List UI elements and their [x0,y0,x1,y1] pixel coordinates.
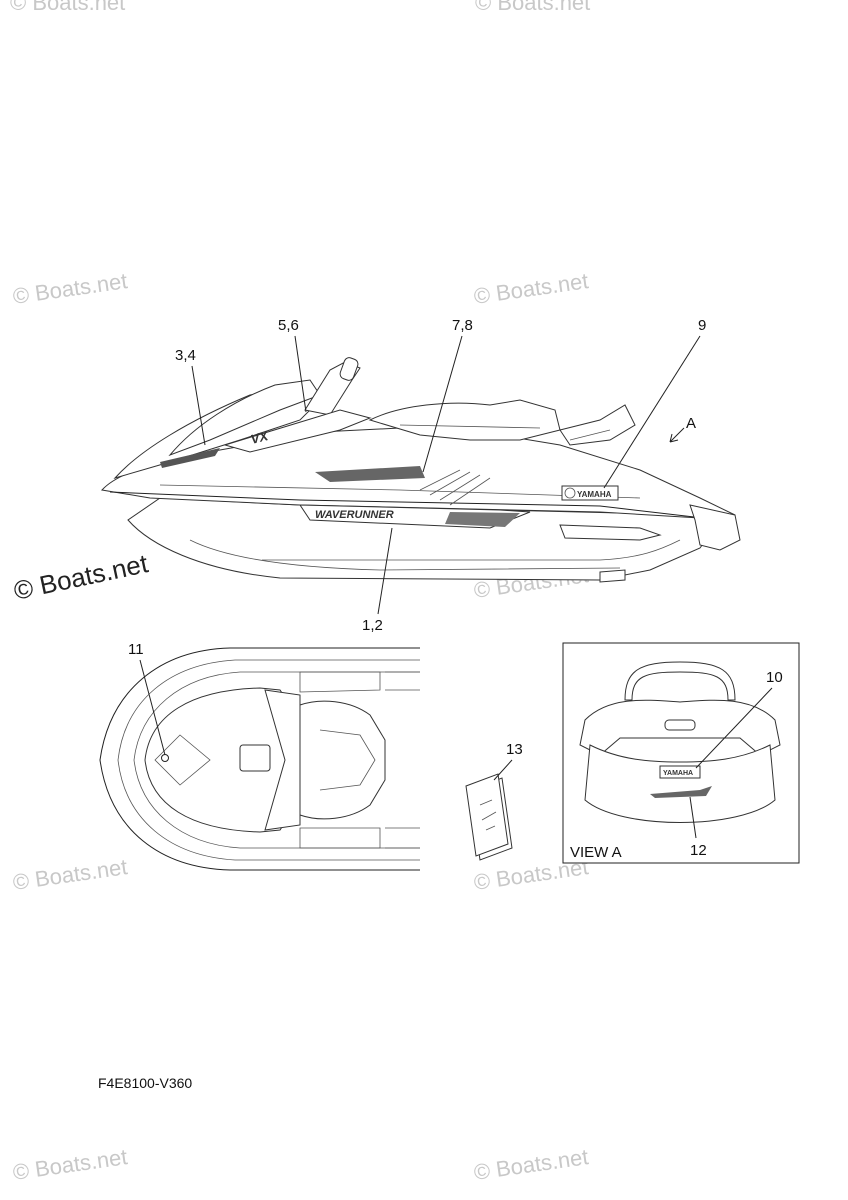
callout-7-8: 7,8 [452,317,473,334]
rub-rail [159,484,641,499]
stern [689,504,741,551]
watermarks: © Boats.net © Boats.net © Boats.net © Bo… [10,0,590,1185]
top-view-watercraft [99,647,420,871]
top-seat [299,700,386,820]
label-sheet-front [465,773,509,857]
callout-11: 11 [128,641,144,658]
top-view-rail [133,671,420,849]
leader-10 [695,687,773,769]
leader-12 [689,796,697,839]
top-seat-seam [319,729,376,791]
label-sheet-part: 13 [465,741,523,861]
callout-9: 9 [698,317,706,334]
footwell-right [299,827,381,849]
seat-seam [399,424,541,429]
leader-13 [493,759,513,781]
leader-1-2 [377,527,393,615]
hull-chine [262,539,681,561]
hull-keel-line [189,539,621,571]
leader-3-4 [191,365,206,446]
view-a-grab-handle [624,661,736,701]
jet-nozzle [599,569,626,583]
top-bow-panel [154,734,211,786]
callout-10: 10 [766,669,783,686]
vx-decal-panel [223,409,372,453]
leader-9 [603,335,701,489]
top-view-outline-inner [117,659,420,861]
footwell-left [299,671,381,693]
watermark-mid-right: © Boats.net [472,268,590,309]
side-decal-lines [419,469,491,506]
view-a-label: VIEW A [570,844,622,861]
side-view-watercraft: VX WAVERUNNER YAMAHA [101,357,741,583]
label-sheet-marks [479,799,497,831]
callout-13: 13 [506,741,523,758]
view-a-vx-decal [650,786,712,798]
watermark-mid-left: © Boats.net [11,268,129,309]
waverunner-decal-text: WAVERUNNER [315,509,394,521]
view-a-light [664,719,696,731]
vx-decal-text: VX [249,428,271,447]
watermark-top-left: © Boats.net [10,0,125,15]
leader-11 [139,659,166,756]
view-a-yamaha-decal [659,765,701,779]
top-handlebar [264,689,301,831]
top-view-outline [99,647,420,871]
yamaha-logo-icon [564,487,576,499]
leader-5-6 [294,335,307,413]
view-a-transom [584,744,776,823]
rear-vent [559,524,662,541]
watermark-bottom-left: © Boats.net [11,1144,129,1185]
yamaha-badge [561,485,619,501]
top-cut-lines [385,671,420,849]
callout-view-a: A [686,415,696,432]
view-a-yamaha-text: YAMAHA [663,770,693,777]
callout-3-4: 3,4 [175,347,196,364]
rear-grab-handle [559,404,636,446]
watermark-large: © Boats.net [11,548,151,606]
view-a-arrow-icon [669,427,685,443]
grab-handle-slot [569,429,611,441]
view-a-box: YAMAHA VIEW A 10 12 [562,642,800,864]
callout-1-2: 1,2 [362,617,383,634]
watermark-bottom-right: © Boats.net [472,1144,590,1185]
bow-decal [160,448,220,468]
yamaha-badge-text: YAMAHA [577,490,612,499]
leader-7-8 [422,335,463,473]
callout-5-6: 5,6 [278,317,299,334]
gunwale-line [109,491,721,521]
watermark-lower-left: © Boats.net [11,854,129,895]
side-decal-stripes [315,466,425,482]
callout-12: 12 [690,842,707,859]
waverunner-decal-stripe [445,512,520,527]
drawing-code: F4E8100-V360 [98,1075,193,1091]
seat [368,399,561,441]
side-view-callouts: 3,4 5,6 7,8 9 A 1,2 [175,317,706,634]
top-console [239,744,271,772]
watermark-top-right: © Boats.net [475,0,590,15]
handlebar-grip [339,357,359,381]
top-view-callouts: 11 [128,641,166,756]
